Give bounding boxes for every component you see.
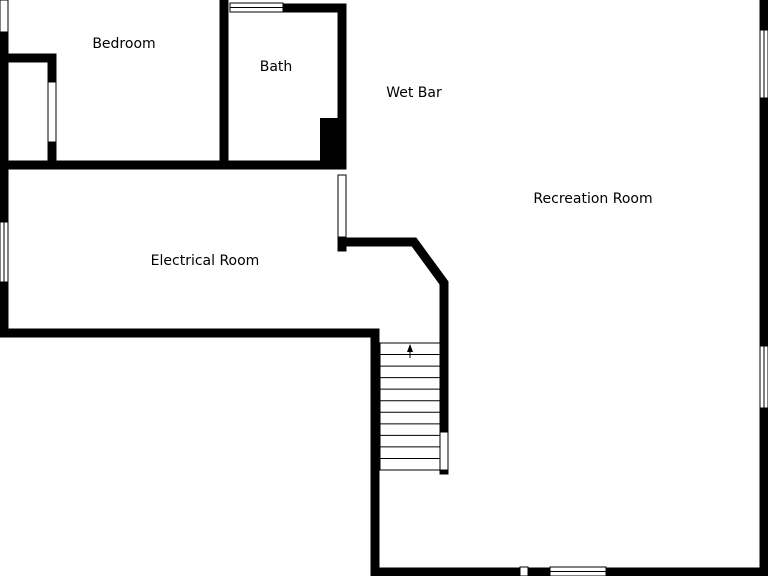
label-electrical-room: Electrical Room [151,253,260,269]
label-bedroom: Bedroom [92,36,155,52]
stair-right-wall [337,237,449,475]
interior-walls [0,0,449,475]
stair-outline [379,342,441,471]
stair-up-arrow-icon [407,344,413,352]
stairs [379,342,441,471]
closet-opening [47,81,57,143]
left-window-top [0,0,9,33]
electrical-door [337,174,347,238]
label-bath: Bath [260,59,293,75]
bath-fixture [320,118,346,166]
label-recreation-room: Recreation Room [533,191,652,207]
label-wet-bar: Wet Bar [386,85,442,101]
stair-window [439,431,449,471]
bottom-stub [519,566,529,576]
